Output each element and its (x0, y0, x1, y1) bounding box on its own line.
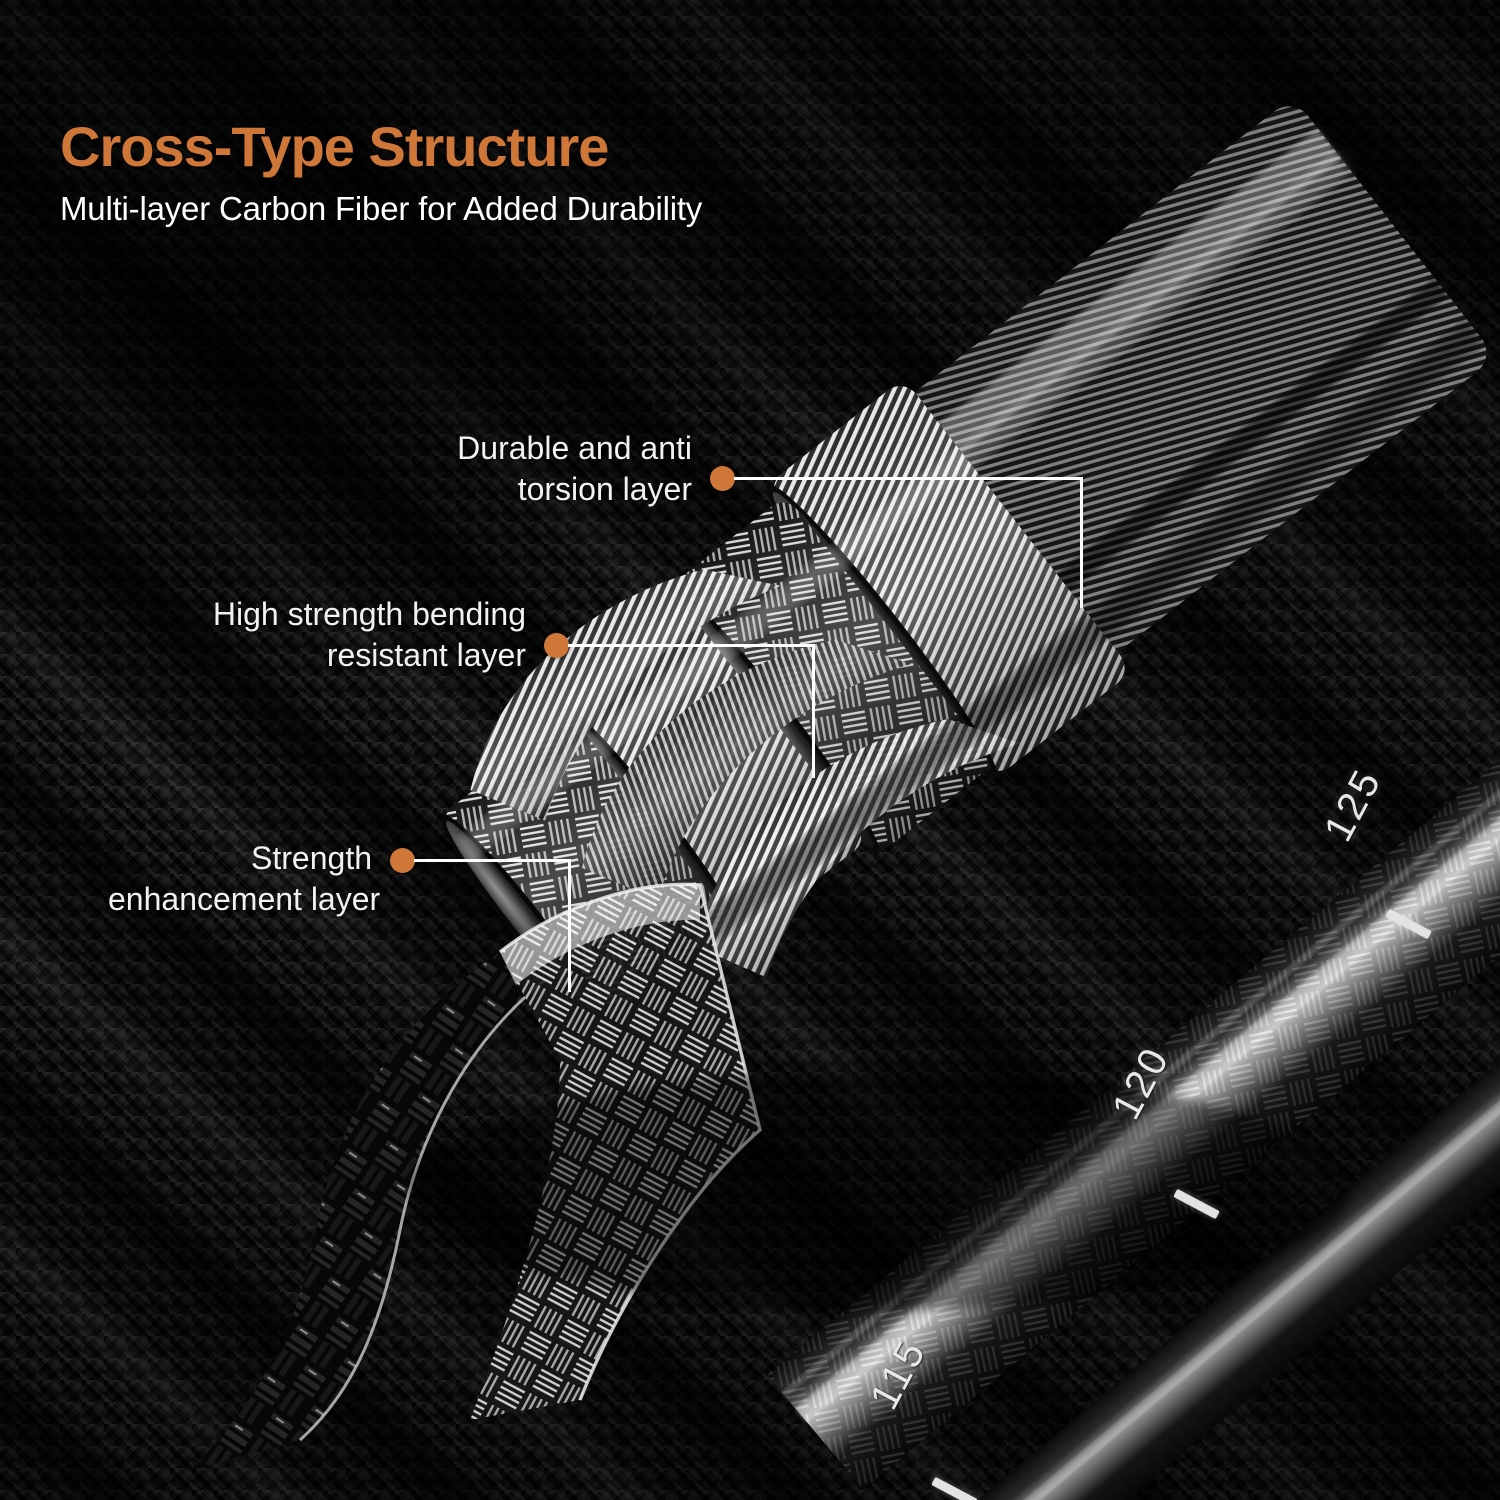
callout-line-2: resistant layer (326, 636, 526, 673)
callout-line-2: enhancement layer (108, 880, 381, 917)
callout-label-durable-anti-torsion: Durable and anti torsion layer (420, 428, 692, 510)
callout-leader-horizontal-2 (568, 644, 814, 647)
outer-tube-body (892, 106, 1487, 668)
callout-leader-horizontal-3 (414, 859, 570, 862)
spiral-wrap-ribbons (470, 569, 1021, 978)
callout-line-1: High strength bending (212, 596, 526, 632)
page-subtitle: Multi-layer Carbon Fiber for Added Durab… (60, 189, 703, 227)
callout-label-strength-enhancement: Strength enhancement layer (108, 838, 380, 920)
callout-leader-vertical-3 (568, 859, 571, 992)
callout-line-1: Strength (251, 840, 372, 876)
callout-leader-vertical-2 (812, 644, 815, 778)
callout-line-1: Durable and anti (457, 430, 692, 466)
secondary-rod (920, 912, 1500, 1500)
callout-leader-horizontal-1 (734, 477, 1082, 480)
callout-line-2: torsion layer (517, 470, 692, 507)
callout-dot-durable-anti-torsion (710, 466, 735, 491)
callout-label-high-strength-bending: High strength bending resistant layer (160, 594, 526, 676)
callout-leader-vertical-1 (1080, 477, 1083, 608)
layered-tube-assembly (440, 106, 1487, 1030)
callout-dot-high-strength-bending (544, 633, 569, 658)
heading-block: Cross-Type Structure Multi-layer Carbon … (60, 115, 703, 228)
callout-dot-strength-enhancement (390, 848, 415, 873)
page-title: Cross-Type Structure (60, 115, 609, 178)
